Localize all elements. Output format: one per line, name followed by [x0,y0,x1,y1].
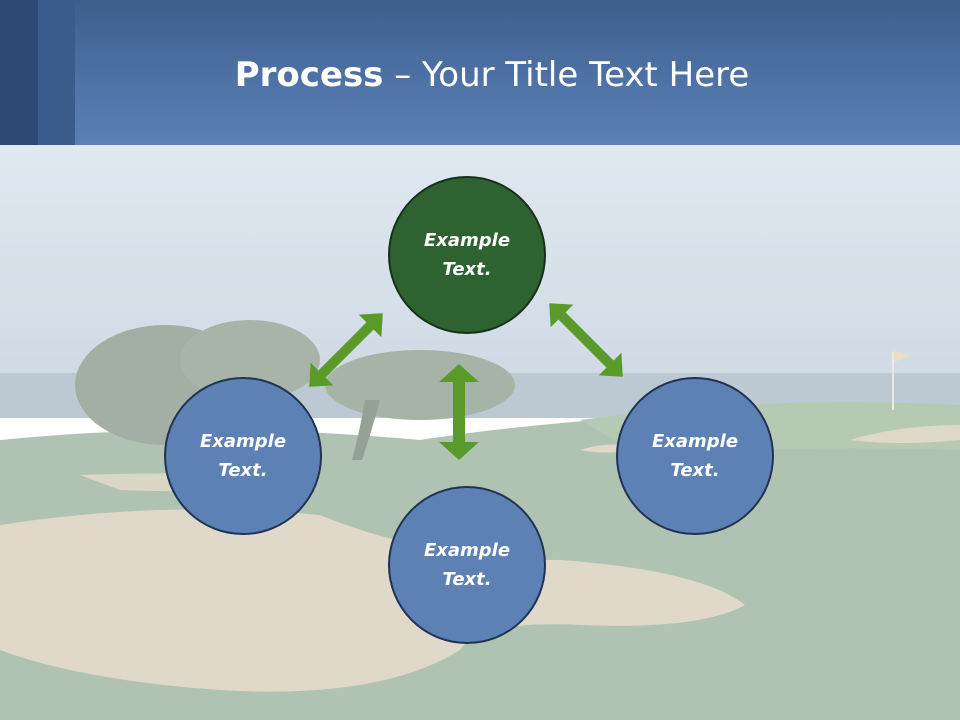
title-bold: Process [234,55,384,95]
process-step-bottom: Example Text. [388,486,546,644]
process-step-left: Example Text. [164,377,322,535]
title-bar: Process – Your Title Text Here [0,0,960,145]
step-label: Example Text. [199,431,287,481]
decorative-strip [38,0,75,145]
title-text: – Your Title Text Here [383,55,750,95]
double-arrow-icon [309,313,383,387]
decorative-strip [0,0,38,145]
step-label: Example Text. [651,431,739,481]
step-label: Example Text. [423,540,511,590]
slide-title: Process – Your Title Text Here [0,52,960,98]
step-label: Example Text. [423,230,511,280]
process-step-top: Example Text. [388,176,546,334]
double-arrow-icon [439,364,479,460]
process-step-right: Example Text. [616,377,774,535]
double-arrow-icon [549,303,623,377]
